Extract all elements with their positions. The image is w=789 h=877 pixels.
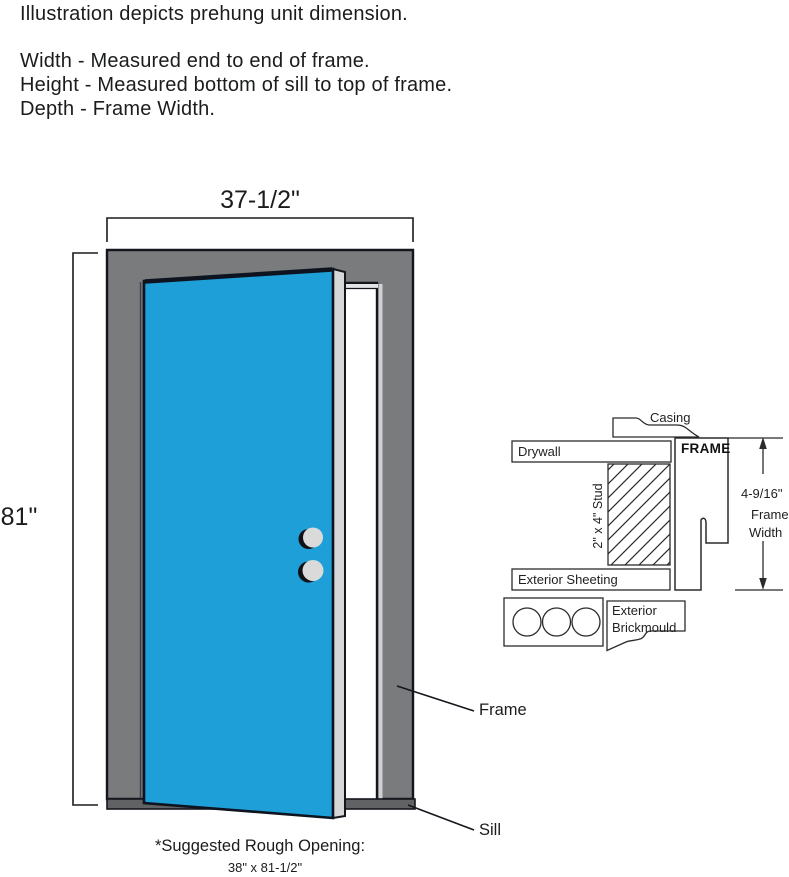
- stud-label: 2" x 4" Stud: [591, 483, 605, 549]
- frame-profile-label: FRAME: [681, 441, 731, 456]
- rough-opening-title: *Suggested Rough Opening:: [154, 837, 366, 855]
- brickmould-section-box: [503, 597, 604, 647]
- intro-title: Illustration depicts prehung unit dimens…: [20, 3, 408, 25]
- sheeting-box: [511, 568, 671, 591]
- drywall-label: Drywall: [518, 444, 561, 459]
- brickmould-circle-3: [571, 607, 601, 637]
- height-dimension-line: [72, 252, 98, 806]
- door-edge: [332, 267, 346, 820]
- brickmould-label-line1: Exterior: [612, 603, 657, 618]
- intro-height-line: Height - Measured bottom of sill to top …: [20, 74, 453, 96]
- rough-opening-value: 38" x 81-1/2": [227, 860, 303, 875]
- drywall-box: [511, 440, 672, 463]
- frame-width-word1: Frame: [751, 507, 789, 522]
- frame-callout-line: [396, 685, 475, 712]
- dim-arrowhead-up: [759, 437, 767, 449]
- frame-callout-label: Frame: [479, 701, 527, 719]
- frame-profile: [674, 437, 729, 591]
- frame-header-reveal: [345, 284, 378, 288]
- right-jamb-highlight: [378, 284, 383, 799]
- door-top-edge: [144, 267, 333, 284]
- deadbolt: [303, 527, 323, 548]
- width-dimension-label: 37-1/2": [220, 186, 300, 214]
- stud-box: [607, 463, 671, 566]
- sheeting-label: Exterior Sheeting: [518, 572, 618, 587]
- intro-depth-line: Depth - Frame Width.: [20, 98, 216, 120]
- height-dimension-label: 81": [0, 503, 38, 531]
- sill-callout-line: [407, 804, 475, 831]
- casing-label: Casing: [650, 410, 691, 425]
- brickmould-label-box: [606, 600, 686, 652]
- sill-callout-label: Sill: [479, 821, 502, 839]
- brickmould-circle-1: [512, 607, 542, 637]
- frame-width-dim-label: 4-9/16": [741, 486, 783, 501]
- knob: [302, 560, 324, 581]
- casing-profile: [612, 417, 700, 438]
- brickmould-circle-2: [541, 607, 572, 637]
- brickmould-label-line2: Brickmould: [612, 620, 677, 635]
- width-dimension-line: [106, 217, 414, 242]
- intro-width-line: Width - Measured end to end of frame.: [20, 50, 370, 72]
- dim-arrowhead-down: [759, 578, 767, 590]
- frame-width-word2: Width: [749, 525, 783, 540]
